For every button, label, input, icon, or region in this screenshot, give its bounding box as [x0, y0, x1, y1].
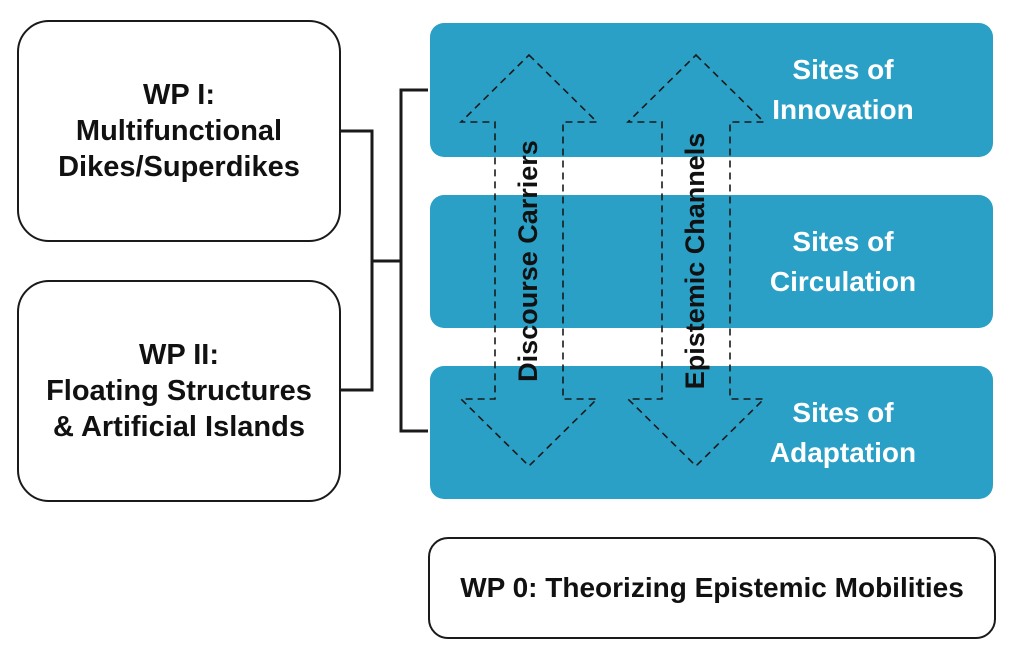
- wp-left-bracket: [341, 129, 374, 392]
- site-circulation-band: Sites of Circulation: [430, 195, 993, 328]
- wp0-label: WP 0: Theorizing Epistemic Mobilities: [460, 572, 964, 603]
- wp2-title: WP II:: [138, 339, 220, 371]
- wp-bracket: [341, 88, 428, 433]
- site-innovation-line2: Innovation: [772, 94, 914, 125]
- epistemic-channels-label: Epistemic Channels: [680, 133, 710, 390]
- site-circulation-label: Sites of Circulation: [733, 222, 953, 302]
- wp1-line2: Multifunctional: [75, 115, 283, 147]
- wp1-line3: Dikes/Superdikes: [58, 151, 300, 183]
- discourse-carriers-label: Discourse Carriers: [513, 140, 543, 382]
- wp1-title: WP I:: [143, 79, 215, 111]
- wp2-box: WP II: Floating Structures & Artificial …: [17, 280, 341, 502]
- site-circulation-line1: Sites of: [792, 226, 894, 257]
- site-adaptation-band: Sites of Adaptation: [430, 366, 993, 499]
- site-adaptation-line2: Adaptation: [769, 437, 917, 468]
- wp2-line3: & Artificial Islands: [53, 411, 305, 443]
- site-innovation-band: Sites of Innovation: [430, 23, 993, 157]
- site-innovation-label: Sites of Innovation: [733, 50, 953, 130]
- site-adaptation-label: Sites of Adaptation: [733, 393, 953, 473]
- wp2-line2: Floating Structures: [46, 375, 312, 407]
- discourse-carriers-arrow: [459, 53, 599, 468]
- wp1-box: WP I: Multifunctional Dikes/Superdikes: [17, 20, 341, 242]
- wp0-box: WP 0: Theorizing Epistemic Mobilities: [428, 537, 996, 639]
- site-innovation-line1: Sites of: [792, 54, 894, 85]
- epistemic-channels-arrow: [626, 53, 766, 468]
- sites-right-bracket: [399, 88, 428, 433]
- site-adaptation-line1: Sites of: [792, 397, 894, 428]
- site-circulation-line2: Circulation: [769, 266, 917, 297]
